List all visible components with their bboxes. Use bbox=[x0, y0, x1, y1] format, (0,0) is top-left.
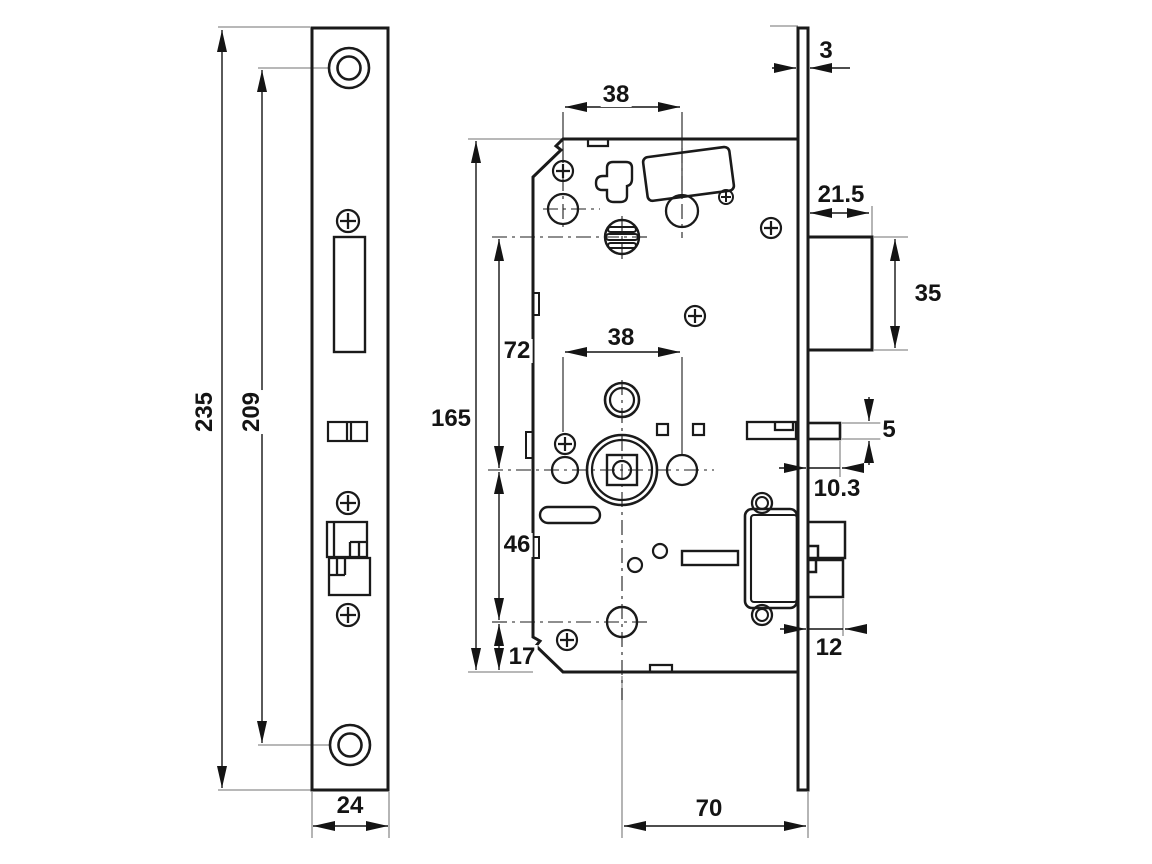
screw-marker bbox=[555, 628, 579, 652]
dim-label-case-height: 165 bbox=[428, 405, 474, 432]
latchbolt-edge bbox=[808, 520, 847, 599]
dim-label-latch-throw: 12 bbox=[813, 634, 845, 661]
dim-label-latch-height: 35 bbox=[912, 280, 944, 307]
dim-label-deadlatch-throw: 10.3 bbox=[811, 475, 863, 502]
dim-label-faceplate-length: 235 bbox=[191, 389, 218, 435]
square-hole bbox=[655, 422, 670, 437]
dimension-lines bbox=[217, 30, 900, 831]
side-hole bbox=[665, 453, 699, 487]
screw-marker bbox=[718, 189, 734, 205]
faceplate-edge-view bbox=[796, 26, 874, 792]
dim-label-spacing-top: 38 bbox=[600, 81, 632, 108]
lever-pivot-hole bbox=[664, 193, 700, 229]
deadbolt-slot bbox=[332, 235, 367, 354]
dim-label-deadlatch-height: 5 bbox=[880, 416, 898, 443]
screw-marker bbox=[335, 490, 361, 516]
dim-label-faceplate-width: 24 bbox=[334, 792, 366, 819]
screw-marker bbox=[683, 304, 707, 328]
cylinder-hole bbox=[603, 381, 641, 419]
adjuster-slotted-hole bbox=[603, 218, 641, 256]
fixing-hole-top bbox=[327, 46, 371, 90]
faceplate-edge bbox=[796, 26, 810, 792]
screw-marker bbox=[335, 208, 361, 234]
stop-plate bbox=[680, 549, 740, 567]
dim-label-hole-spacing: 209 bbox=[238, 389, 265, 435]
dim-label-bottom-offset: 17 bbox=[506, 643, 538, 670]
bottom-hole bbox=[605, 605, 639, 639]
faceplate-front-view bbox=[310, 26, 390, 792]
lock-case-side-view bbox=[525, 137, 799, 674]
tilted-lever bbox=[641, 145, 736, 203]
deadlatch-bar bbox=[745, 420, 798, 441]
spindle-hub bbox=[585, 433, 659, 507]
case-outline bbox=[531, 137, 798, 674]
dim-label-thickness: 3 bbox=[817, 37, 835, 64]
edge-tab bbox=[525, 431, 534, 459]
edge-tab bbox=[532, 536, 540, 559]
pin-hole bbox=[546, 192, 580, 226]
latchbolt-carrier bbox=[743, 491, 799, 627]
screw-marker bbox=[759, 216, 783, 240]
dim-label-spacing-mid: 38 bbox=[605, 324, 637, 351]
screw-marker bbox=[551, 159, 575, 183]
screw-marker bbox=[335, 602, 361, 628]
screw-marker bbox=[553, 432, 577, 456]
fixing-hole-bottom bbox=[328, 723, 372, 767]
small-hole bbox=[651, 542, 669, 560]
pill-slot bbox=[538, 505, 602, 525]
deadlatch-pin bbox=[806, 421, 842, 441]
center-lines bbox=[488, 148, 714, 700]
case-bottom-tab bbox=[648, 663, 674, 672]
edge-tab bbox=[532, 292, 540, 316]
small-hole bbox=[626, 556, 644, 574]
latch-guide-slot bbox=[326, 420, 369, 443]
square-hole bbox=[691, 422, 706, 437]
dim-label-latch-width: 21.5 bbox=[815, 181, 867, 208]
latchbolt-front bbox=[325, 520, 372, 597]
extension-lines bbox=[218, 25, 908, 838]
side-hole bbox=[550, 455, 580, 485]
latchbolt-projection-block bbox=[806, 235, 874, 352]
dim-label-backset: 70 bbox=[693, 795, 725, 822]
dim-label-upper-span: 72 bbox=[501, 337, 533, 364]
case-top-tab bbox=[586, 139, 610, 148]
spring-cam bbox=[594, 160, 634, 204]
dim-label-lower-span: 46 bbox=[501, 531, 533, 558]
